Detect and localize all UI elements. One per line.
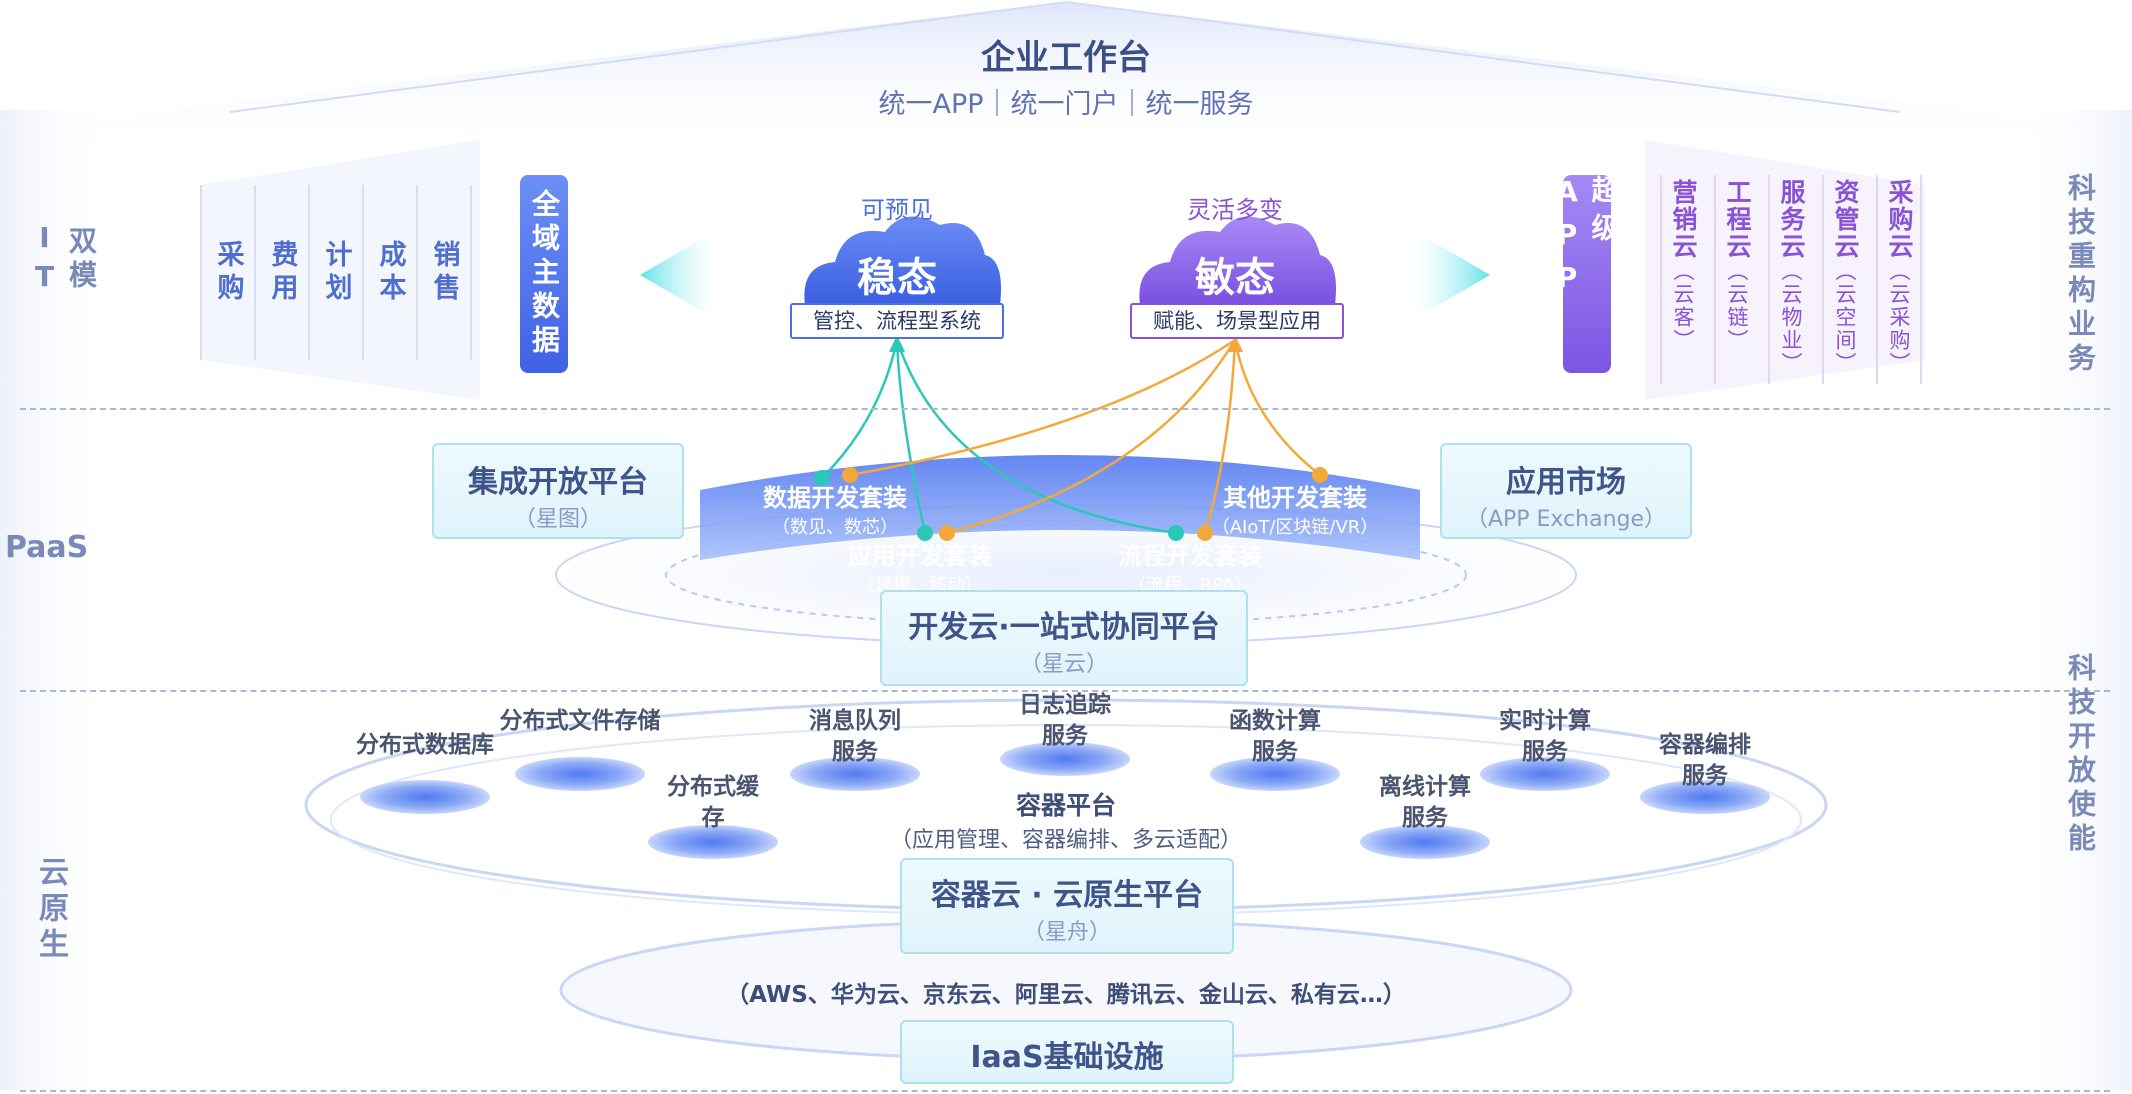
page-subtitle: 统一APP｜统一门户｜统一服务 (878, 89, 1254, 120)
business-column: 计划 (308, 185, 362, 360)
stable-title: 稳态 (857, 255, 937, 301)
service-distributed-file: 分布式文件存储 (499, 708, 661, 734)
super-app-bar: 超级APP (1551, 175, 1621, 373)
service-base (1360, 825, 1490, 859)
master-data-bar: 全域主数据 (520, 175, 568, 373)
service-function-compute: 函数计算服务 (1229, 708, 1321, 765)
service-base (360, 780, 490, 814)
divider-top (20, 408, 2110, 410)
business-column: 成本 (362, 185, 416, 360)
agile-cloud-shape (1139, 216, 1336, 305)
cloud-app-procurement: 采购云（云采购） (1876, 175, 1922, 384)
integration-platform-sub: （星图） (513, 507, 602, 532)
container-platform-title: 容器平台 (1015, 791, 1116, 820)
service-message-queue: 消息队列服务 (809, 708, 901, 765)
suite-app-dev: 应用开发套装 （建模、移动） (848, 542, 992, 596)
integration-platform-title: 集成开放平台 (468, 465, 648, 500)
iaas-title: IaaS基础设施 (970, 1040, 1164, 1075)
service-container-orchestration: 容器编排服务 (1659, 732, 1751, 789)
stable-caption: 可预见 (861, 196, 933, 224)
agile-caption: 灵活多变 (1187, 196, 1283, 224)
label-cloud-native: 云原生 (33, 856, 68, 964)
label-tech-open-enable: 科技开放使能 (2064, 653, 2097, 857)
service-offline-compute: 离线计算服务 (1379, 774, 1471, 831)
label-paas: PaaS (5, 530, 89, 565)
stable-cloud-shape (804, 216, 1001, 305)
service-base (1210, 757, 1340, 791)
divider-middle (20, 690, 2110, 692)
app-market-sub: （APP Exchange） (1465, 507, 1667, 532)
container-cloud-title: 容器云 · 云原生平台 (930, 878, 1204, 913)
service-distributed-cache: 分布式缓存 (667, 774, 759, 831)
app-market-box: 应用市场 （APP Exchange） (1440, 443, 1692, 539)
service-realtime-compute: 实时计算服务 (1499, 708, 1591, 765)
service-base (790, 757, 920, 791)
container-cloud-box: 容器云 · 云原生平台 （星舟） (900, 858, 1234, 954)
service-log-trace: 日志追踪服务 (1019, 692, 1111, 749)
business-column: 销售 (416, 185, 472, 360)
dev-cloud-title: 开发云·一站式协同平台 (908, 610, 1220, 645)
iaas-providers: （AWS、华为云、京东云、阿里云、腾讯云、金山云、私有云…） (726, 982, 1406, 1008)
suite-flow-dev: 流程开发套装 （流程、RPA） (1118, 542, 1262, 596)
dev-cloud-sub: （星云） (1019, 652, 1108, 677)
service-base (1000, 742, 1130, 776)
business-column: 采购 (200, 185, 254, 360)
service-base (648, 825, 778, 859)
dev-cloud-box: 开发云·一站式协同平台 （星云） (880, 590, 1248, 686)
stable-tag: 管控、流程型系统 (790, 303, 1004, 339)
agile-title: 敏态 (1195, 255, 1275, 301)
cloud-app-asset: 资管云（云空间） (1822, 175, 1866, 384)
cloud-app-marketing: 营销云（云客） (1660, 175, 1704, 384)
label-bimodal-it: 双模IT (28, 221, 98, 299)
service-distributed-db: 分布式数据库 (356, 732, 494, 758)
service-base (515, 757, 645, 791)
suite-data-dev: 数据开发套装 （数见、数芯） (763, 484, 907, 538)
suite-other-dev: 其他开发套装 （AIoT/区块链/VR） (1211, 484, 1379, 538)
page-title: 企业工作台 (981, 38, 1151, 78)
app-market-title: 应用市场 (1506, 465, 1626, 500)
business-column: 费用 (254, 185, 308, 360)
cloud-app-engineering: 工程云（云链） (1714, 175, 1758, 384)
iaas-box: IaaS基础设施 (900, 1020, 1234, 1084)
service-base (1480, 757, 1610, 791)
integration-platform-box: 集成开放平台 （星图） (432, 443, 684, 539)
service-base (1640, 780, 1770, 814)
label-tech-reshape-business: 科技重构业务 (2064, 173, 2097, 377)
agile-tag: 赋能、场景型应用 (1130, 303, 1344, 339)
container-platform-sub: （应用管理、容器编排、多云适配） (889, 828, 1242, 853)
divider-bottom (20, 1090, 2110, 1092)
container-cloud-sub: （星舟） (1022, 920, 1111, 945)
cloud-app-service: 服务云（云物业） (1768, 175, 1812, 384)
